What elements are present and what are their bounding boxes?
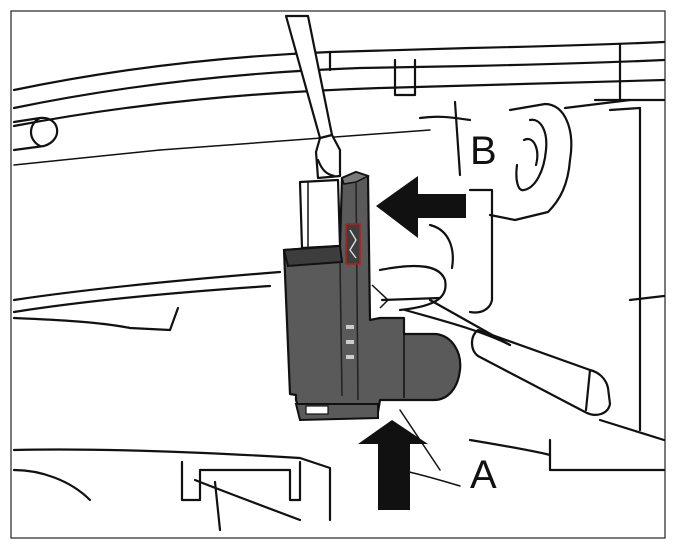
arrow-left-icon [376,176,466,238]
connector-body [282,170,462,414]
arrow-up-icon [358,420,428,510]
label-b: B [470,129,497,173]
printer-interior [12,40,666,532]
label-a: A [470,453,497,497]
connector-part [282,170,462,422]
